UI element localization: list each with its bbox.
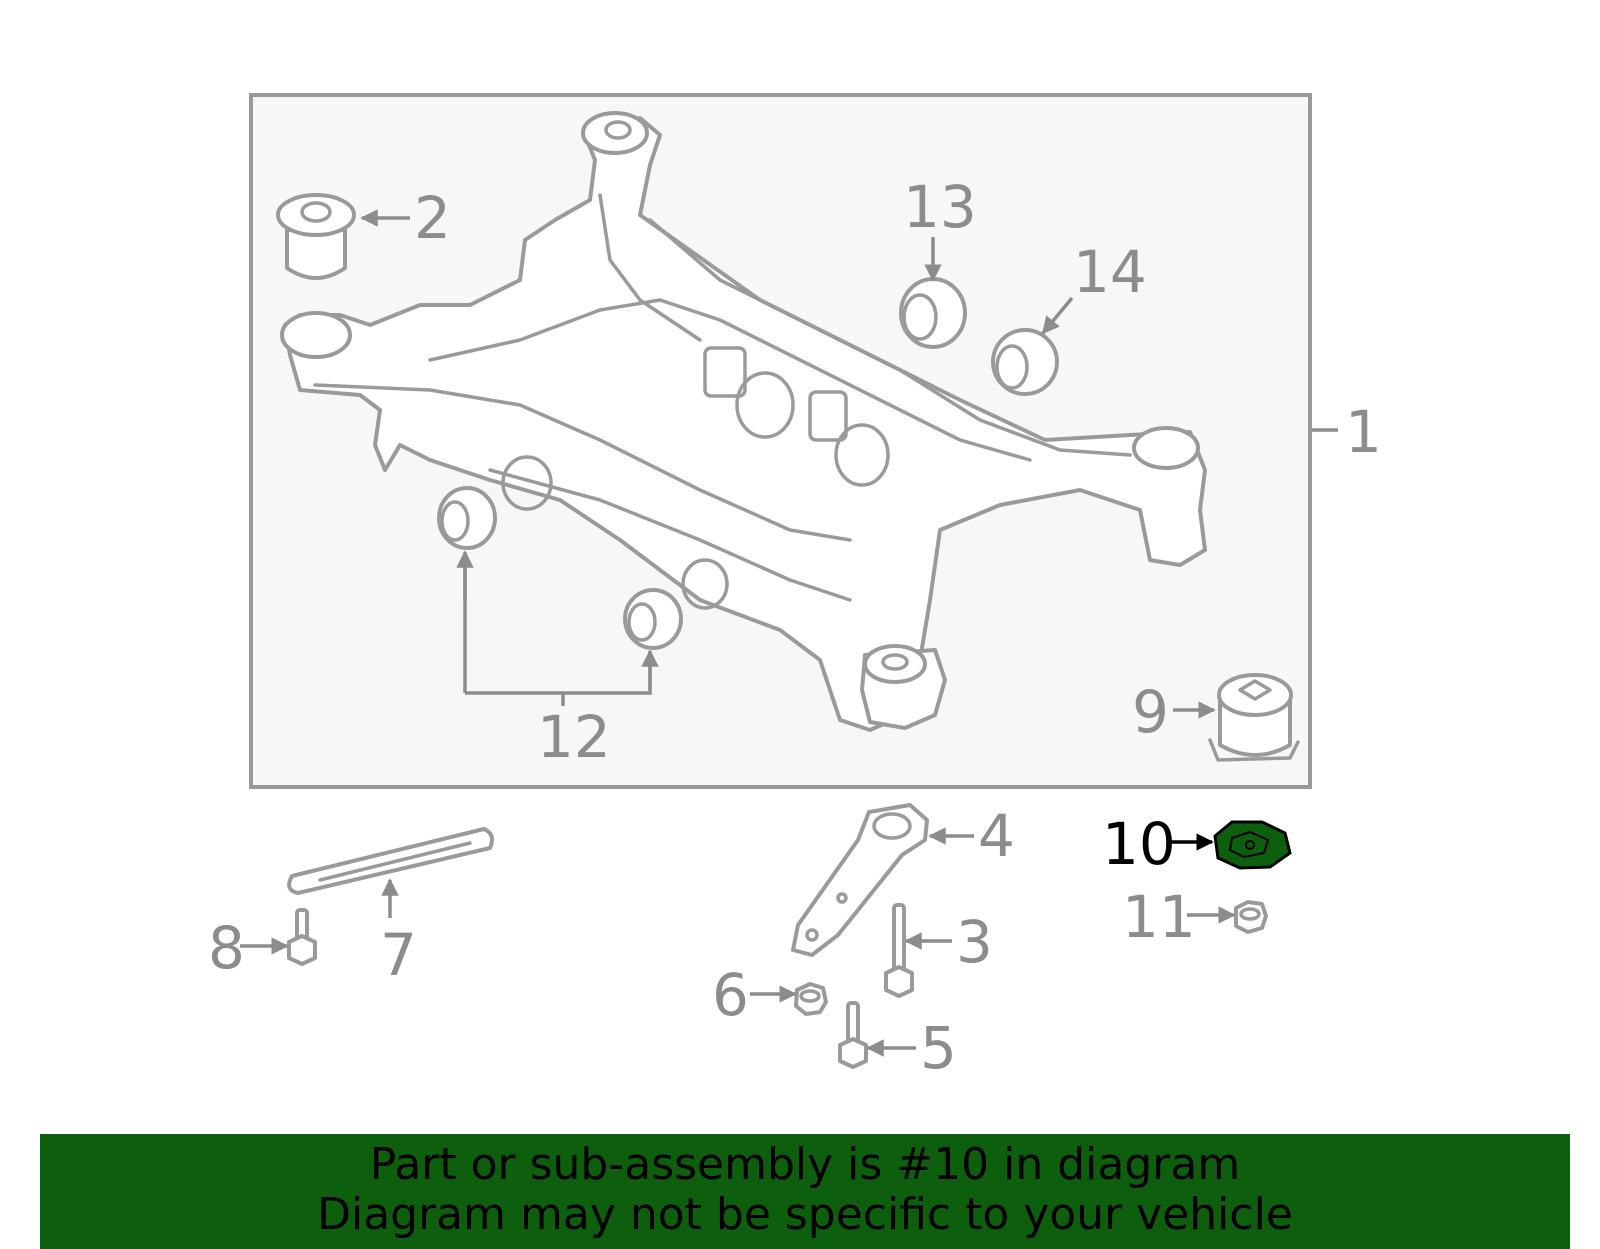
callout-11: 11 [1122,883,1196,951]
bushing-part-14 [991,328,1059,396]
bushing-part-12-right [623,588,683,650]
banner-line-2: Diagram may not be specific to your vehi… [317,1189,1293,1240]
callout-9: 9 [1132,678,1169,746]
bushing-part-12-left [437,486,497,550]
leader-lines [240,209,1338,1057]
bar-part-7 [287,827,494,895]
nut-part-11 [1234,900,1268,934]
callout-10: 10 [1102,810,1176,878]
bolt-part-5 [838,1001,868,1069]
info-banner: Part or sub-assembly is #10 in diagram D… [40,1134,1570,1249]
bushing-part-2 [276,193,356,280]
callout-14: 14 [1073,238,1147,306]
bushing-part-13 [899,277,967,349]
callout-4: 4 [978,802,1015,870]
callout-7: 7 [380,921,417,989]
callout-6: 6 [712,961,749,1029]
callout-2: 2 [414,184,451,252]
banner-line-1: Part or sub-assembly is #10 in diagram [369,1139,1241,1190]
callout-3: 3 [956,908,993,976]
callout-5: 5 [920,1014,957,1082]
bolt-part-8 [287,908,317,966]
nut-part-6 [794,982,828,1016]
bracket-part-4 [791,803,929,957]
subframe-crossmember [280,111,1207,732]
highlighted-part-10 [1213,820,1292,870]
callout-8: 8 [208,914,245,982]
callout-12: 12 [537,703,611,771]
bushing-part-9 [1208,673,1300,762]
callout-1: 1 [1345,398,1382,466]
callout-13: 13 [903,173,977,241]
bolt-part-3 [884,903,914,998]
